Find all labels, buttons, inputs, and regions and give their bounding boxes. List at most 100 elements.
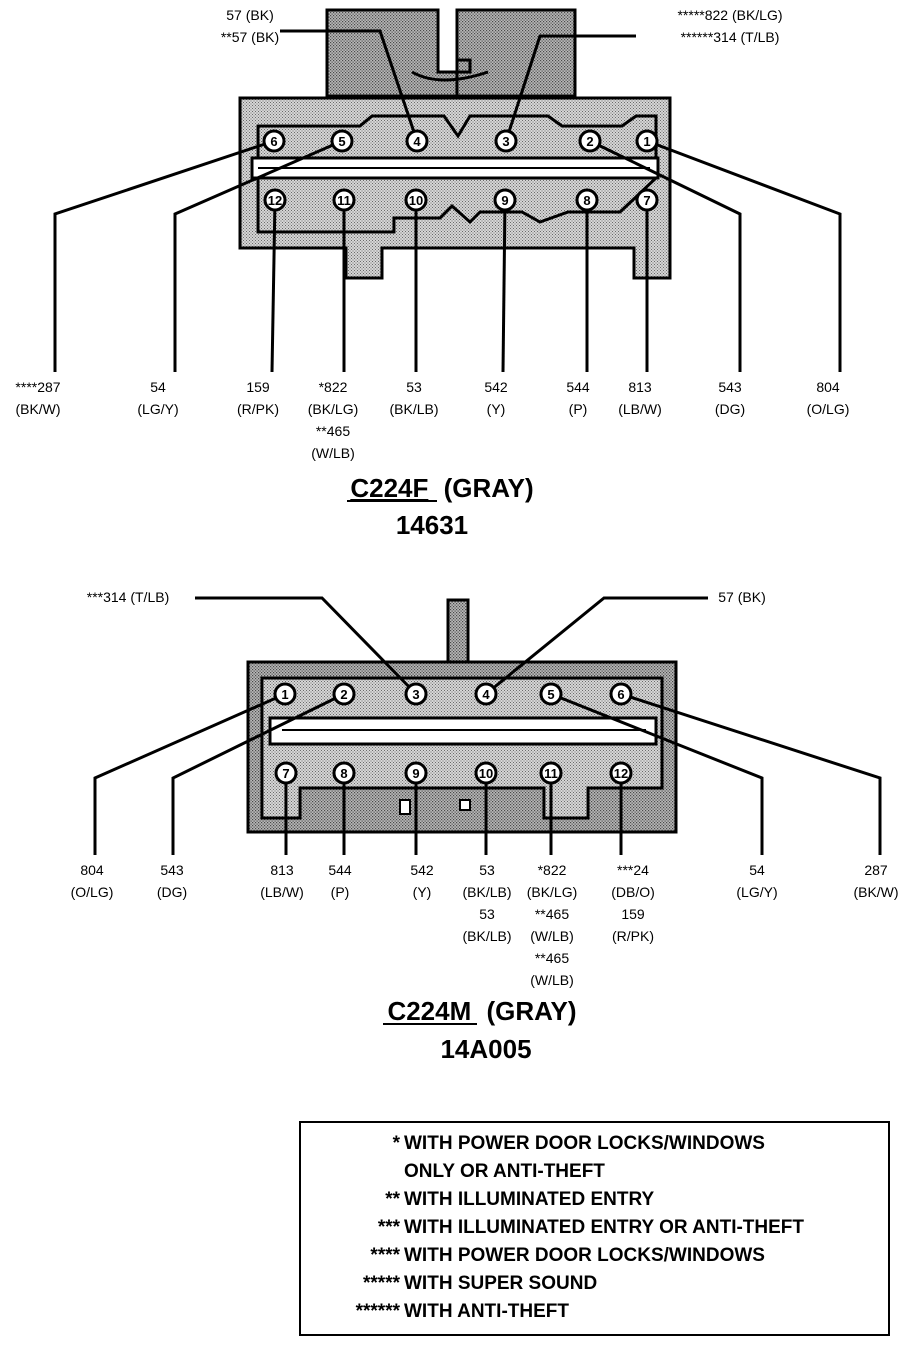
c224f-pin-3-number: 3 bbox=[502, 134, 509, 149]
c224m-title-block: C224M (GRAY) 14A005 bbox=[383, 996, 577, 1064]
c224m-callout-pin-3: ***314 (T/LB) bbox=[87, 589, 169, 605]
legend-text: WITH POWER DOOR LOCKS/WINDOWS bbox=[404, 1245, 765, 1266]
c224m-pin-3: 3 bbox=[404, 682, 428, 706]
c224f-wire-label-12-line: 159 bbox=[246, 379, 270, 395]
c224m-pin-12-number: 12 bbox=[614, 766, 628, 781]
c224m-pin-8: 8 bbox=[332, 761, 356, 785]
c224m-pin-7: 7 bbox=[274, 761, 298, 785]
c224f-callout-pin-3-line: *****822 (BK/LG) bbox=[677, 7, 782, 23]
c224f-title-id: C224F bbox=[350, 473, 428, 503]
legend-text: WITH SUPER SOUND bbox=[404, 1273, 598, 1294]
c224m-wire-6 bbox=[620, 692, 882, 855]
c224m-latch-small-1 bbox=[399, 799, 411, 815]
c224f-wire-label-1: 804(O/LG) bbox=[807, 379, 850, 417]
legend-text: WITH ILLUMINATED ENTRY OR ANTI-THEFT bbox=[404, 1217, 805, 1238]
legend-text: WITH ILLUMINATED ENTRY bbox=[404, 1189, 655, 1210]
c224f-callout-pin-4-line: **57 (BK) bbox=[221, 29, 279, 45]
c224m-pin-2-number: 2 bbox=[340, 687, 347, 702]
c224f-wire-label-11: *822(BK/LG)**465(W/LB) bbox=[308, 379, 359, 461]
c224f-callout-pin-3: *****822 (BK/LG) ******314 (T/LB) bbox=[677, 7, 782, 45]
c224m-pin-10-number: 10 bbox=[479, 766, 493, 781]
c224m-wire-label-6-line: (BK/W) bbox=[853, 884, 898, 900]
c224m-wire-label-10-line: 53 bbox=[479, 906, 495, 922]
c224m-pin-6-number: 6 bbox=[617, 687, 624, 702]
c224f-wire-label-8-line: 544 bbox=[566, 379, 590, 395]
c224f-pin-5-number: 5 bbox=[338, 134, 345, 149]
legend-text: WITH ANTI-THEFT bbox=[404, 1301, 569, 1322]
c224m-wire-label-1: 804(O/LG) bbox=[71, 862, 114, 900]
c224f-wire-label-10-line: 53 bbox=[406, 379, 422, 395]
c224m-wire-label-11-line: *822 bbox=[538, 862, 567, 878]
c224f-latch-right bbox=[455, 8, 577, 98]
c224m-wire-label-2: 543(DG) bbox=[157, 862, 187, 900]
c224f-pin-9-number: 9 bbox=[501, 193, 508, 208]
c224m-wire-label-7-line: 813 bbox=[270, 862, 294, 878]
c224m-wire-label-2-line: 543 bbox=[160, 862, 184, 878]
c224f-pin-2-number: 2 bbox=[586, 134, 593, 149]
c224f-pin-4: 4 bbox=[405, 129, 429, 153]
c224f-pin-11-circle bbox=[332, 188, 356, 212]
c224f-callout-pin-3-line: ******314 (T/LB) bbox=[681, 29, 780, 45]
c224f-upper-contour bbox=[256, 114, 658, 158]
c224f-pin-8: 8 bbox=[575, 188, 599, 212]
c224f-wire-label-2: 543(DG) bbox=[715, 379, 745, 417]
c224f-wire-label-10-line: (BK/LB) bbox=[389, 401, 438, 417]
c224m-pin-6: 6 bbox=[609, 682, 633, 706]
c224f-wire-label-9-line: 542 bbox=[484, 379, 508, 395]
c224m-wire-5 bbox=[550, 692, 764, 855]
c224f-pin-12-circle bbox=[263, 188, 287, 212]
c224f-pin-12-number: 12 bbox=[268, 193, 282, 208]
c224m-wire-label-7: 813(LB/W) bbox=[260, 862, 304, 900]
c224m-wire-label-11-line: (W/LB) bbox=[530, 928, 574, 944]
c224f-wire-12 bbox=[270, 199, 277, 373]
label-layer: ****287(BK/W)54(LG/Y)159(R/PK)*822(BK/LG… bbox=[15, 7, 898, 988]
c224m-title-color: (GRAY) bbox=[487, 996, 577, 1026]
c224f-lower-contour bbox=[256, 176, 658, 234]
c224m-pin-10-circle bbox=[474, 761, 498, 785]
connector-c224f bbox=[238, 8, 672, 280]
connector-c224m bbox=[246, 598, 678, 834]
c224f-wire-5 bbox=[173, 139, 343, 372]
c224m-wire-label-9: 542 (Y) bbox=[410, 862, 434, 900]
c224f-pin-1: 1 bbox=[635, 129, 659, 153]
c224m-wire-label-11-line: (W/LB) bbox=[530, 972, 574, 988]
c224f-wire-label-12-line: (R/PK) bbox=[237, 401, 279, 417]
legend-row: ONLY OR ANTI-THEFT bbox=[301, 1159, 888, 1185]
legend-mark: ***** bbox=[363, 1273, 400, 1294]
c224f-wire-label-6-line: ****287 bbox=[15, 379, 60, 395]
c224m-latch-small-2 bbox=[459, 799, 471, 811]
c224m-pin-3-number: 3 bbox=[412, 687, 419, 702]
c224f-title-block: C224F (GRAY) 14631 bbox=[347, 473, 534, 540]
c224f-wire-3 bbox=[504, 34, 636, 142]
c224f-wire-label-9-line: (Y) bbox=[487, 401, 506, 417]
c224f-pin-4-number: 4 bbox=[413, 134, 421, 149]
c224m-pin-1-number: 1 bbox=[281, 687, 288, 702]
c224m-title-id: C224M bbox=[387, 996, 471, 1026]
c224f-pin-3: 3 bbox=[494, 129, 518, 153]
c224m-title: C224M (GRAY) bbox=[387, 996, 576, 1026]
c224m-callout-pin-3-line: ***314 (T/LB) bbox=[87, 589, 169, 605]
c224m-wire-label-12-line: ***24 bbox=[617, 862, 649, 878]
c224f-pin-1-circle bbox=[635, 129, 659, 153]
c224m-wire-label-1-line: 804 bbox=[80, 862, 104, 878]
c224f-pin-7-circle bbox=[635, 188, 659, 212]
legend-row: *****WITH SUPER SOUND bbox=[301, 1271, 888, 1297]
c224f-wire-label-11-line: *822 bbox=[319, 379, 348, 395]
c224m-wire-label-12: ***24(DB/O)159(R/PK) bbox=[611, 862, 655, 944]
c224m-wire-label-10-line: (BK/LB) bbox=[462, 884, 511, 900]
c224m-wire-label-9-line: 542 bbox=[410, 862, 434, 878]
c224m-pin-2: 2 bbox=[332, 682, 356, 706]
c224m-wire-label-6: 287(BK/W) bbox=[853, 862, 898, 900]
c224m-pin-10: 10 bbox=[474, 761, 498, 785]
legend-mark: ** bbox=[385, 1189, 400, 1210]
c224m-pin-1-circle bbox=[273, 682, 297, 706]
c224m-wire-label-12-line: (R/PK) bbox=[612, 928, 654, 944]
c224f-pin-4-circle bbox=[405, 129, 429, 153]
c224m-wire-label-9-line: (Y) bbox=[413, 884, 432, 900]
c224f-wire-label-11-line: (W/LB) bbox=[311, 445, 355, 461]
legend-row: ******WITH ANTI-THEFT bbox=[301, 1299, 888, 1325]
c224m-wire-label-11: *822(BK/LG)**465(W/LB)**465(W/LB) bbox=[527, 862, 578, 988]
c224f-wire-6 bbox=[53, 139, 275, 372]
